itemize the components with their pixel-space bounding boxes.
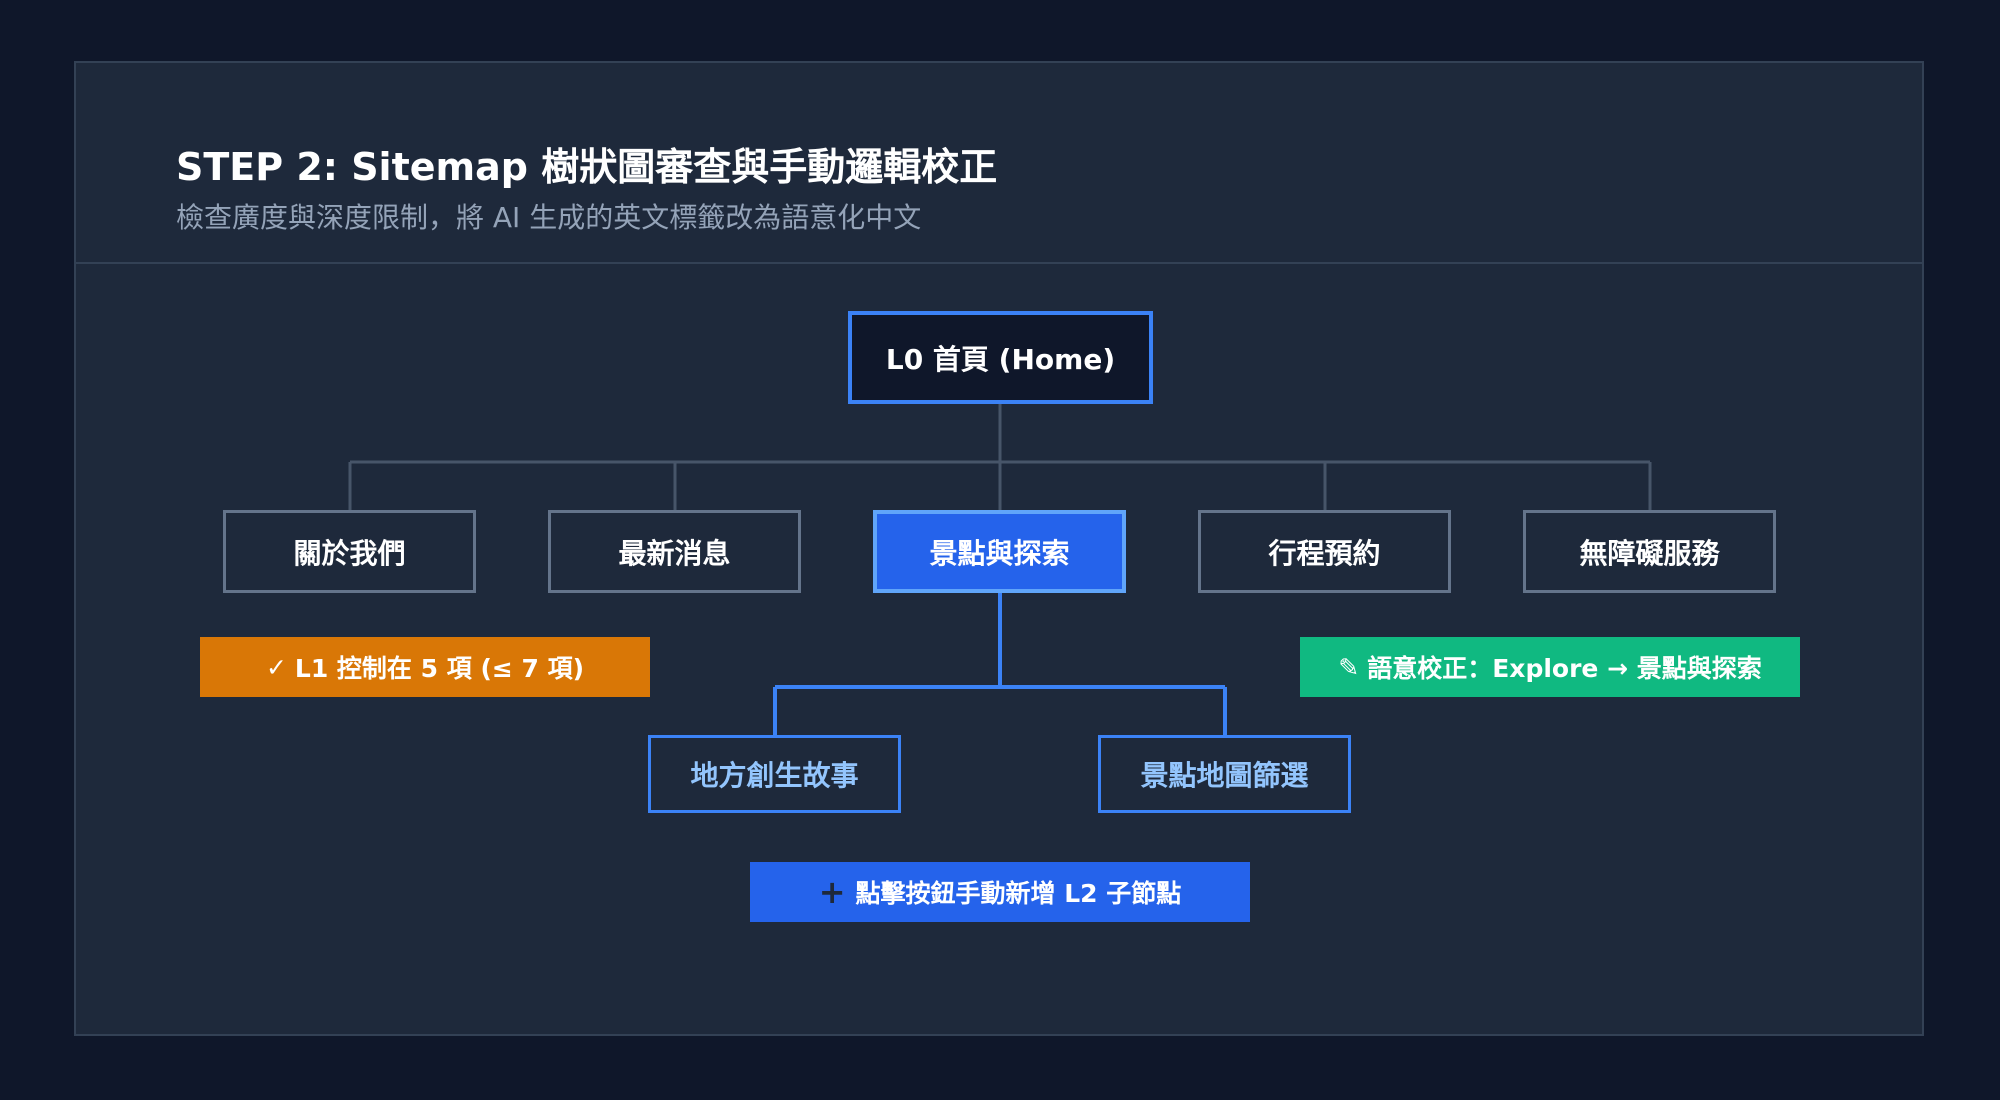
semantic-correction-badge: ✎ 語意校正：Explore → 景點與探索 bbox=[1300, 637, 1800, 697]
add-l2-node-button[interactable]: + 點擊按鈕手動新增 L2 子節點 bbox=[750, 862, 1250, 922]
depth-check-label: L1 控制在 5 項 (≤ 7 項) bbox=[294, 654, 585, 683]
semantic-correction-label: 語意校正：Explore → 景點與探索 bbox=[1367, 654, 1762, 683]
panel-header: STEP 2: Sitemap 樹狀圖審查與手動邏輯校正 檢查廣度與深度限制，將… bbox=[76, 63, 1922, 264]
add-l2-node-label: 點擊按鈕手動新增 L2 子節點 bbox=[855, 879, 1182, 908]
root-node-home[interactable]: L0 首頁 (Home) bbox=[848, 311, 1153, 404]
depth-check-badge: ✓ L1 控制在 5 項 (≤ 7 項) bbox=[200, 637, 650, 697]
l1-node-about[interactable]: 關於我們 bbox=[223, 510, 476, 593]
check-icon: ✓ bbox=[265, 652, 287, 682]
plus-icon: + bbox=[818, 873, 846, 911]
l2-node-story[interactable]: 地方創生故事 bbox=[648, 735, 901, 813]
pencil-icon: ✎ bbox=[1338, 652, 1360, 682]
l1-node-news[interactable]: 最新消息 bbox=[548, 510, 801, 593]
l1-node-booking[interactable]: 行程預約 bbox=[1198, 510, 1451, 593]
l1-node-accessibility[interactable]: 無障礙服務 bbox=[1523, 510, 1776, 593]
page-subtitle: 檢查廣度與深度限制，將 AI 生成的英文標籤改為語意化中文 bbox=[176, 201, 922, 234]
l1-node-explore[interactable]: 景點與探索 bbox=[873, 510, 1126, 593]
page-title: STEP 2: Sitemap 樹狀圖審查與手動邏輯校正 bbox=[176, 145, 998, 189]
l2-node-map-filter[interactable]: 景點地圖篩選 bbox=[1098, 735, 1351, 813]
